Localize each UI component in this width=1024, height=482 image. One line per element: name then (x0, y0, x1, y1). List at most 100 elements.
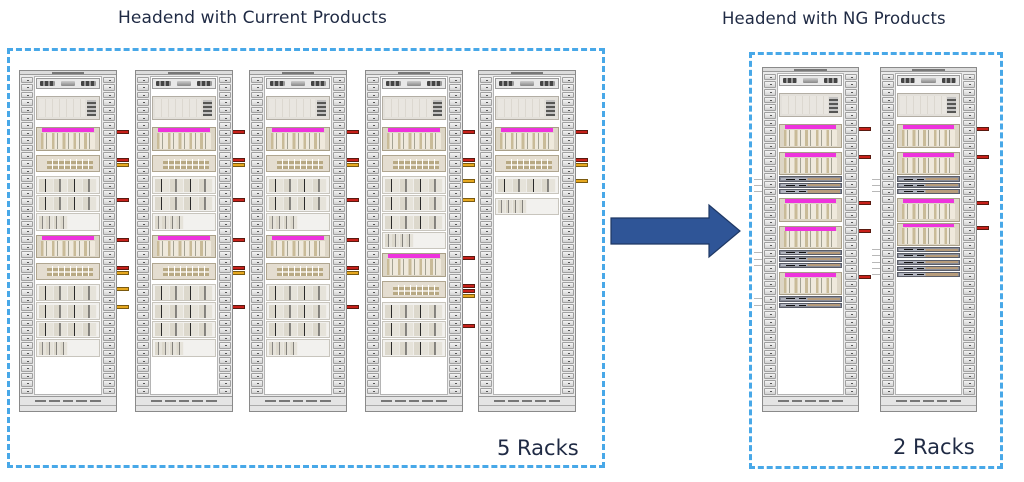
rack-unit-marker (963, 280, 975, 288)
rack-unit-marker (480, 137, 492, 144)
switch-slots (498, 99, 545, 118)
rack-unit-marker (449, 327, 461, 334)
rack-unit-marker (480, 296, 492, 304)
chassis-port-group (176, 80, 192, 87)
rack-unit-marker (882, 372, 894, 380)
rack-unit-marker (367, 289, 379, 296)
rack-unit-marker (449, 304, 461, 311)
rack-unit-marker (333, 380, 345, 387)
rack-unit-marker (367, 327, 379, 334)
node-units (155, 178, 213, 192)
patch-panel-ports (46, 158, 93, 169)
rack-unit-marker (845, 326, 857, 334)
rack-unit-marker (963, 357, 975, 365)
rack-unit-marker (449, 296, 461, 304)
rack-unit-marker (845, 173, 857, 180)
switch-module (495, 96, 559, 121)
rack-unit-marker (562, 357, 574, 365)
rack-unit-marker (367, 296, 379, 304)
rack-unit-marker (882, 81, 894, 88)
cmts-header-strip (41, 128, 95, 133)
current-rack-count: 5 Racks (497, 436, 579, 460)
rack-unit-marker (845, 157, 857, 165)
rack-unit-marker (21, 289, 33, 296)
rack-unit-marker (963, 127, 975, 134)
node-units (269, 215, 298, 229)
server-faceplate (899, 266, 958, 270)
server-faceplate (781, 257, 840, 261)
rack-unit-marker (333, 304, 345, 311)
rack-bay (150, 76, 218, 395)
rack-unit-marker (103, 205, 115, 213)
rack-unit-marker (562, 144, 574, 152)
rack-unit-marker (480, 311, 492, 319)
rack-dimensions-label (376, 399, 453, 403)
rack-unit-marker (251, 387, 263, 395)
rack-unit-marker (480, 228, 492, 235)
rack-unit-marker (21, 228, 33, 235)
rack-footer-divider (366, 405, 462, 406)
cmts-module (897, 222, 960, 247)
rack-unit-marker (764, 319, 776, 326)
server-faceplate (781, 251, 840, 255)
rack-footer (763, 396, 858, 411)
rack-footer-divider (479, 405, 575, 406)
rack-unit-marker (882, 180, 894, 188)
rack-unit-marker (21, 160, 33, 167)
rack-unit-marker (21, 91, 33, 99)
rack-unit-marker (882, 142, 894, 150)
rack-unit-marker (21, 144, 33, 152)
rack-unit-marker (845, 295, 857, 303)
rack-unit-marker (333, 167, 345, 175)
rack-unit-marker (480, 205, 492, 213)
rack-unit-marker (367, 84, 379, 91)
cmts-header-strip (387, 254, 441, 259)
nodes-module (495, 176, 559, 194)
rack-unit-marker (219, 91, 231, 99)
rack-unit-marker (882, 257, 894, 265)
patch-module (36, 262, 100, 280)
rack-name-label (250, 71, 346, 75)
rack-unit-marker (219, 114, 231, 122)
cmts-line-cards (783, 277, 838, 294)
rack-unit-marker (219, 175, 231, 182)
equipment-rack (135, 70, 233, 412)
rack-unit-marker (21, 213, 33, 220)
rack-unit-marker (333, 129, 345, 137)
node-units (269, 197, 327, 211)
server-faceplate (899, 273, 958, 276)
rack-unit-marker (251, 349, 263, 357)
rack-unit-marker (449, 198, 461, 205)
rack-unit-marker (367, 304, 379, 311)
rack-bay (34, 76, 102, 395)
rack-unit-marker (219, 311, 231, 319)
equipment-rack (249, 70, 347, 412)
switch-module (152, 96, 216, 121)
rack-unit-marker (137, 99, 149, 106)
rack-footer-divider (250, 405, 346, 406)
rack-unit-marker (882, 265, 894, 272)
rack-unit-marker (333, 144, 345, 152)
rack-unit-marker (103, 114, 115, 122)
rack-unit-marker (21, 76, 33, 84)
rack-unit-marker (845, 96, 857, 104)
rack-unit-marker (137, 190, 149, 197)
rack-unit-marker (251, 311, 263, 319)
rack-unit-marker (251, 334, 263, 342)
rack-unit-marker (480, 129, 492, 137)
switch-io-ports (87, 100, 96, 117)
rack-unit-marker (333, 311, 345, 319)
rack-unit-marker (764, 342, 776, 349)
rack-unit-marker (845, 365, 857, 372)
switch-slots (782, 96, 828, 115)
server-faceplate (899, 183, 958, 187)
rack-unit-marker (367, 380, 379, 387)
rack-unit-marker (137, 289, 149, 296)
rack-unit-marker (882, 334, 894, 342)
rack-unit-marker (764, 234, 776, 242)
rack-unit-marker (845, 380, 857, 388)
rack-unit-marker (137, 76, 149, 84)
server-faceplate (781, 263, 840, 267)
rack-unit-marker (449, 372, 461, 380)
rack-unit-marker (480, 235, 492, 243)
